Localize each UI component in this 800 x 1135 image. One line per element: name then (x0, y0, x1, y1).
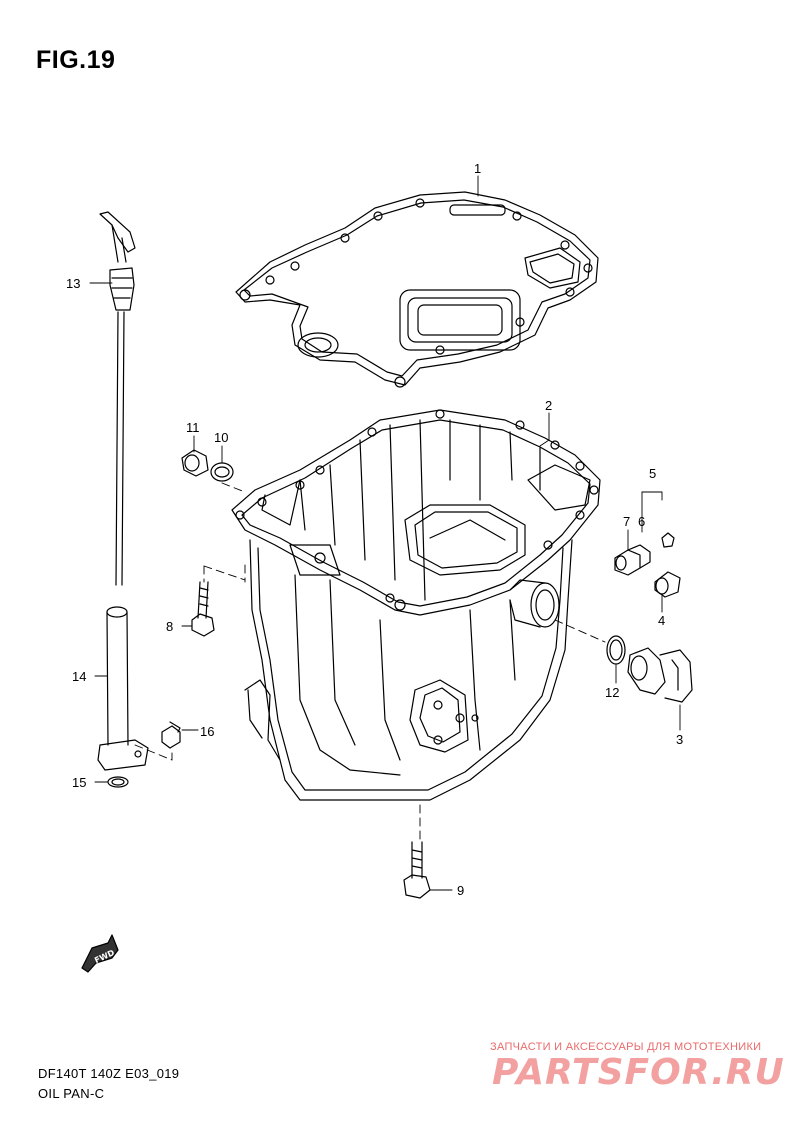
figure-title: FIG.19 (36, 46, 116, 74)
model-code: DF140T 140Z E03_019 (38, 1066, 180, 1081)
dipstick-part[interactable] (99, 211, 136, 586)
plug-part-11[interactable] (181, 449, 209, 477)
bolt-part-9[interactable] (403, 841, 431, 899)
callout-5: 5 (649, 466, 656, 481)
callout-15: 15 (72, 775, 86, 790)
watermark-tagline: ЗАПЧАСТИ И АКСЕССУАРЫ ДЛЯ МОТОТЕХНИКИ (490, 1041, 762, 1053)
callout-2: 2 (545, 398, 552, 413)
callout-13: 13 (66, 276, 80, 291)
o-ring-part-15[interactable] (107, 776, 129, 788)
callout-14: 14 (72, 669, 86, 684)
callout-4: 4 (658, 613, 665, 628)
o-ring-part-12[interactable] (606, 635, 626, 665)
oil-pan-part[interactable] (231, 409, 601, 801)
callout-9: 9 (457, 883, 464, 898)
callout-16: 16 (200, 724, 214, 739)
watermark-logo: PARTSFOR.RU (492, 1052, 785, 1093)
callout-11: 11 (186, 420, 200, 435)
washer-part-10[interactable] (210, 462, 234, 482)
callout-1: 1 (474, 161, 481, 176)
leader-lines (89, 175, 681, 891)
gasket-part[interactable] (235, 191, 599, 388)
drain-plug-part[interactable] (627, 647, 693, 703)
callout-6: 6 (638, 514, 645, 529)
callout-12: 12 (605, 685, 619, 700)
callout-8: 8 (166, 619, 173, 634)
bolt-part-8[interactable] (191, 581, 215, 637)
install-lines (134, 482, 606, 841)
plug-part-6[interactable] (661, 532, 675, 548)
plug-part-4[interactable] (654, 571, 681, 598)
callout-3: 3 (676, 732, 683, 747)
fwd-direction-arrow-shape (81, 934, 119, 973)
fitting-part-7[interactable] (614, 544, 651, 576)
callout-7: 7 (623, 514, 630, 529)
callout-10: 10 (214, 430, 228, 445)
bolt-part-16[interactable] (161, 721, 181, 749)
dipstick-guide-part[interactable] (97, 606, 149, 771)
assembly-name: OIL PAN-C (38, 1086, 105, 1101)
